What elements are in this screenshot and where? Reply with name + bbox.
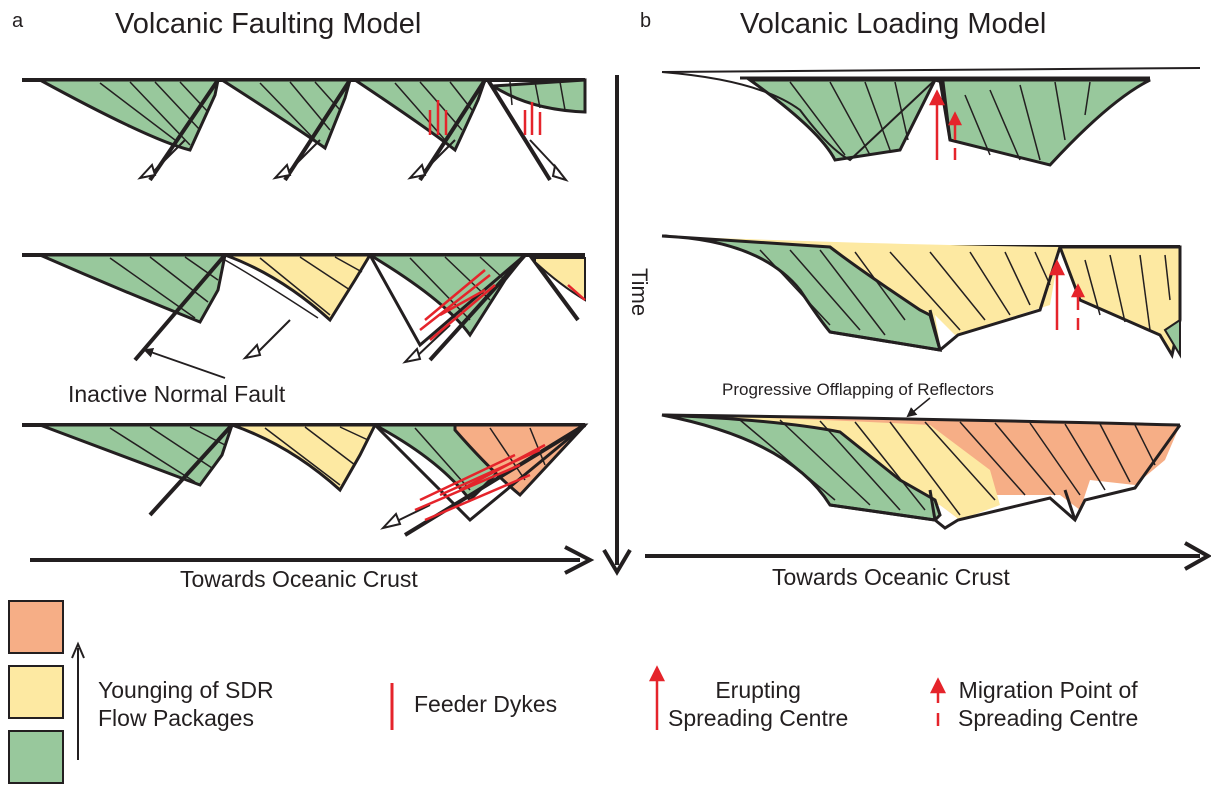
legend-swatch-orange	[8, 600, 64, 654]
legend-younging: Younging of SDR Flow Packages	[98, 676, 274, 732]
panel-b-stage-1	[661, 67, 1201, 167]
legend-migration-line1: Migration Point of	[958, 677, 1138, 703]
offlap-label: Progressive Offlapping of Reflectors	[722, 380, 994, 399]
time-axis-label: Time	[627, 268, 652, 317]
panel-b-stage-3	[661, 413, 1182, 530]
time-axis-arrowhead	[602, 548, 632, 576]
panel-a-stage-1	[22, 78, 587, 182]
panel-a-title: Volcanic Faulting Model	[115, 8, 422, 40]
legend-migration-line2: Spreading Centre	[958, 705, 1139, 731]
panel-b-title: Volcanic Loading Model	[740, 8, 1047, 40]
panel-a-x-arrowhead	[564, 545, 595, 575]
legend-swatch-green	[8, 730, 64, 784]
panel-a-letter: a	[12, 10, 24, 32]
legend-migration: Migration Point of Spreading Centre	[958, 676, 1138, 732]
legend-feeder-dykes: Feeder Dykes	[414, 691, 558, 717]
panel-b-x-arrowhead	[1184, 541, 1211, 571]
legend-erupting: Erupting Spreading Centre	[668, 676, 848, 732]
legend-younging-line2: Flow Packages	[98, 705, 254, 731]
migration-symbol	[929, 677, 947, 726]
younging-arrowhead	[71, 641, 85, 659]
panel-b-letter: b	[640, 10, 652, 32]
panel-b-axis-label: Towards Oceanic Crust	[772, 564, 1010, 590]
legend-erupting-line2: Spreading Centre	[668, 705, 849, 731]
legend-younging-line1: Younging of SDR	[98, 677, 274, 703]
panel-a-stage-3	[22, 423, 589, 537]
erupting-symbol	[648, 665, 666, 730]
panel-b-stage-2	[661, 234, 1182, 418]
legend-erupting-line1: Erupting	[715, 677, 801, 703]
panel-a-axis-label: Towards Oceanic Crust	[180, 566, 418, 592]
legend-swatch-yellow	[8, 665, 64, 719]
panel-a-stage-2	[22, 253, 586, 379]
inactive-fault-label: Inactive Normal Fault	[68, 381, 286, 407]
